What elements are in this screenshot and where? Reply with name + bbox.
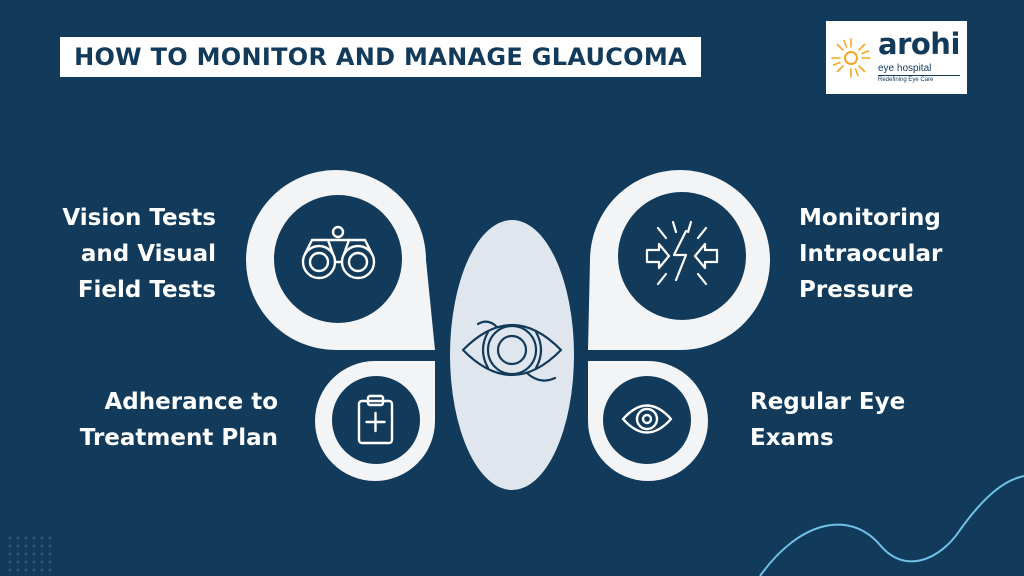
pressure-icon: [645, 220, 719, 286]
label-line: Exams: [750, 425, 834, 451]
decor-dot: [32, 544, 36, 548]
decor-dot: [48, 536, 52, 540]
decor-dot: [24, 536, 28, 540]
decor-dot: [32, 536, 36, 540]
decor-dot: [16, 544, 20, 548]
decor-dot: [8, 552, 12, 556]
label-treatment-plan: Adherance to Treatment Plan: [40, 384, 278, 456]
center-body: [450, 220, 574, 490]
decor-dot: [40, 568, 44, 572]
decor-dot: [16, 536, 20, 540]
decor-dot: [24, 568, 28, 572]
decor-dot: [16, 552, 20, 556]
decor-dot: [48, 568, 52, 572]
label-line: Monitoring: [799, 205, 941, 231]
label-vision-tests: Vision Tests and Visual Field Tests: [30, 200, 216, 308]
decor-dot: [8, 544, 12, 548]
decor-dot: [32, 552, 36, 556]
eye-anatomy-icon: [461, 320, 563, 382]
sun-logo-icon: [831, 38, 871, 78]
decor-dot: [40, 544, 44, 548]
logo-tagline: Redefining Eye Care: [878, 77, 934, 83]
hospital-logo: arohi eye hospital Redefining Eye Care: [826, 21, 967, 94]
label-line: Regular Eye: [750, 389, 906, 415]
decor-dot: [24, 560, 28, 564]
label-monitoring-pressure: Monitoring Intraocular Pressure: [799, 200, 999, 308]
logo-subtitle: eye hospital: [878, 63, 932, 74]
label-line: Pressure: [799, 277, 914, 303]
decor-dot: [48, 560, 52, 564]
decorative-swoosh: [759, 475, 1024, 576]
label-line: Field Tests: [77, 277, 216, 303]
decor-dot: [24, 552, 28, 556]
clipboard-icon: [357, 394, 394, 445]
label-line: Adherance to: [104, 389, 278, 415]
icon-circle-top-left: [274, 195, 402, 323]
decor-dot: [16, 560, 20, 564]
decor-dot: [8, 568, 12, 572]
decor-dot: [32, 560, 36, 564]
label-line: Vision Tests: [62, 205, 216, 231]
decor-dot: [16, 568, 20, 572]
title-banner: HOW TO MONITOR AND MANAGE GLAUCOMA: [60, 37, 701, 77]
decor-dot: [40, 552, 44, 556]
decor-dot: [48, 544, 52, 548]
label-regular-exams: Regular Eye Exams: [750, 384, 970, 456]
label-line: Intraocular: [799, 241, 943, 267]
decor-dot: [32, 568, 36, 572]
logo-divider: [878, 75, 960, 76]
decor-dot: [24, 544, 28, 548]
decor-dot: [8, 536, 12, 540]
decor-dot: [40, 536, 44, 540]
label-line: Treatment Plan: [79, 425, 278, 451]
page-title: HOW TO MONITOR AND MANAGE GLAUCOMA: [74, 43, 687, 71]
dot-pattern: [8, 536, 52, 572]
decor-dot: [8, 560, 12, 564]
decor-dot: [48, 552, 52, 556]
eye-icon: [621, 404, 673, 434]
decor-dot: [40, 560, 44, 564]
binoculars-icon: [301, 225, 376, 280]
logo-brand: arohi: [878, 27, 960, 61]
label-line: and Visual: [80, 241, 216, 267]
icon-circle-bottom-right: [603, 376, 691, 464]
